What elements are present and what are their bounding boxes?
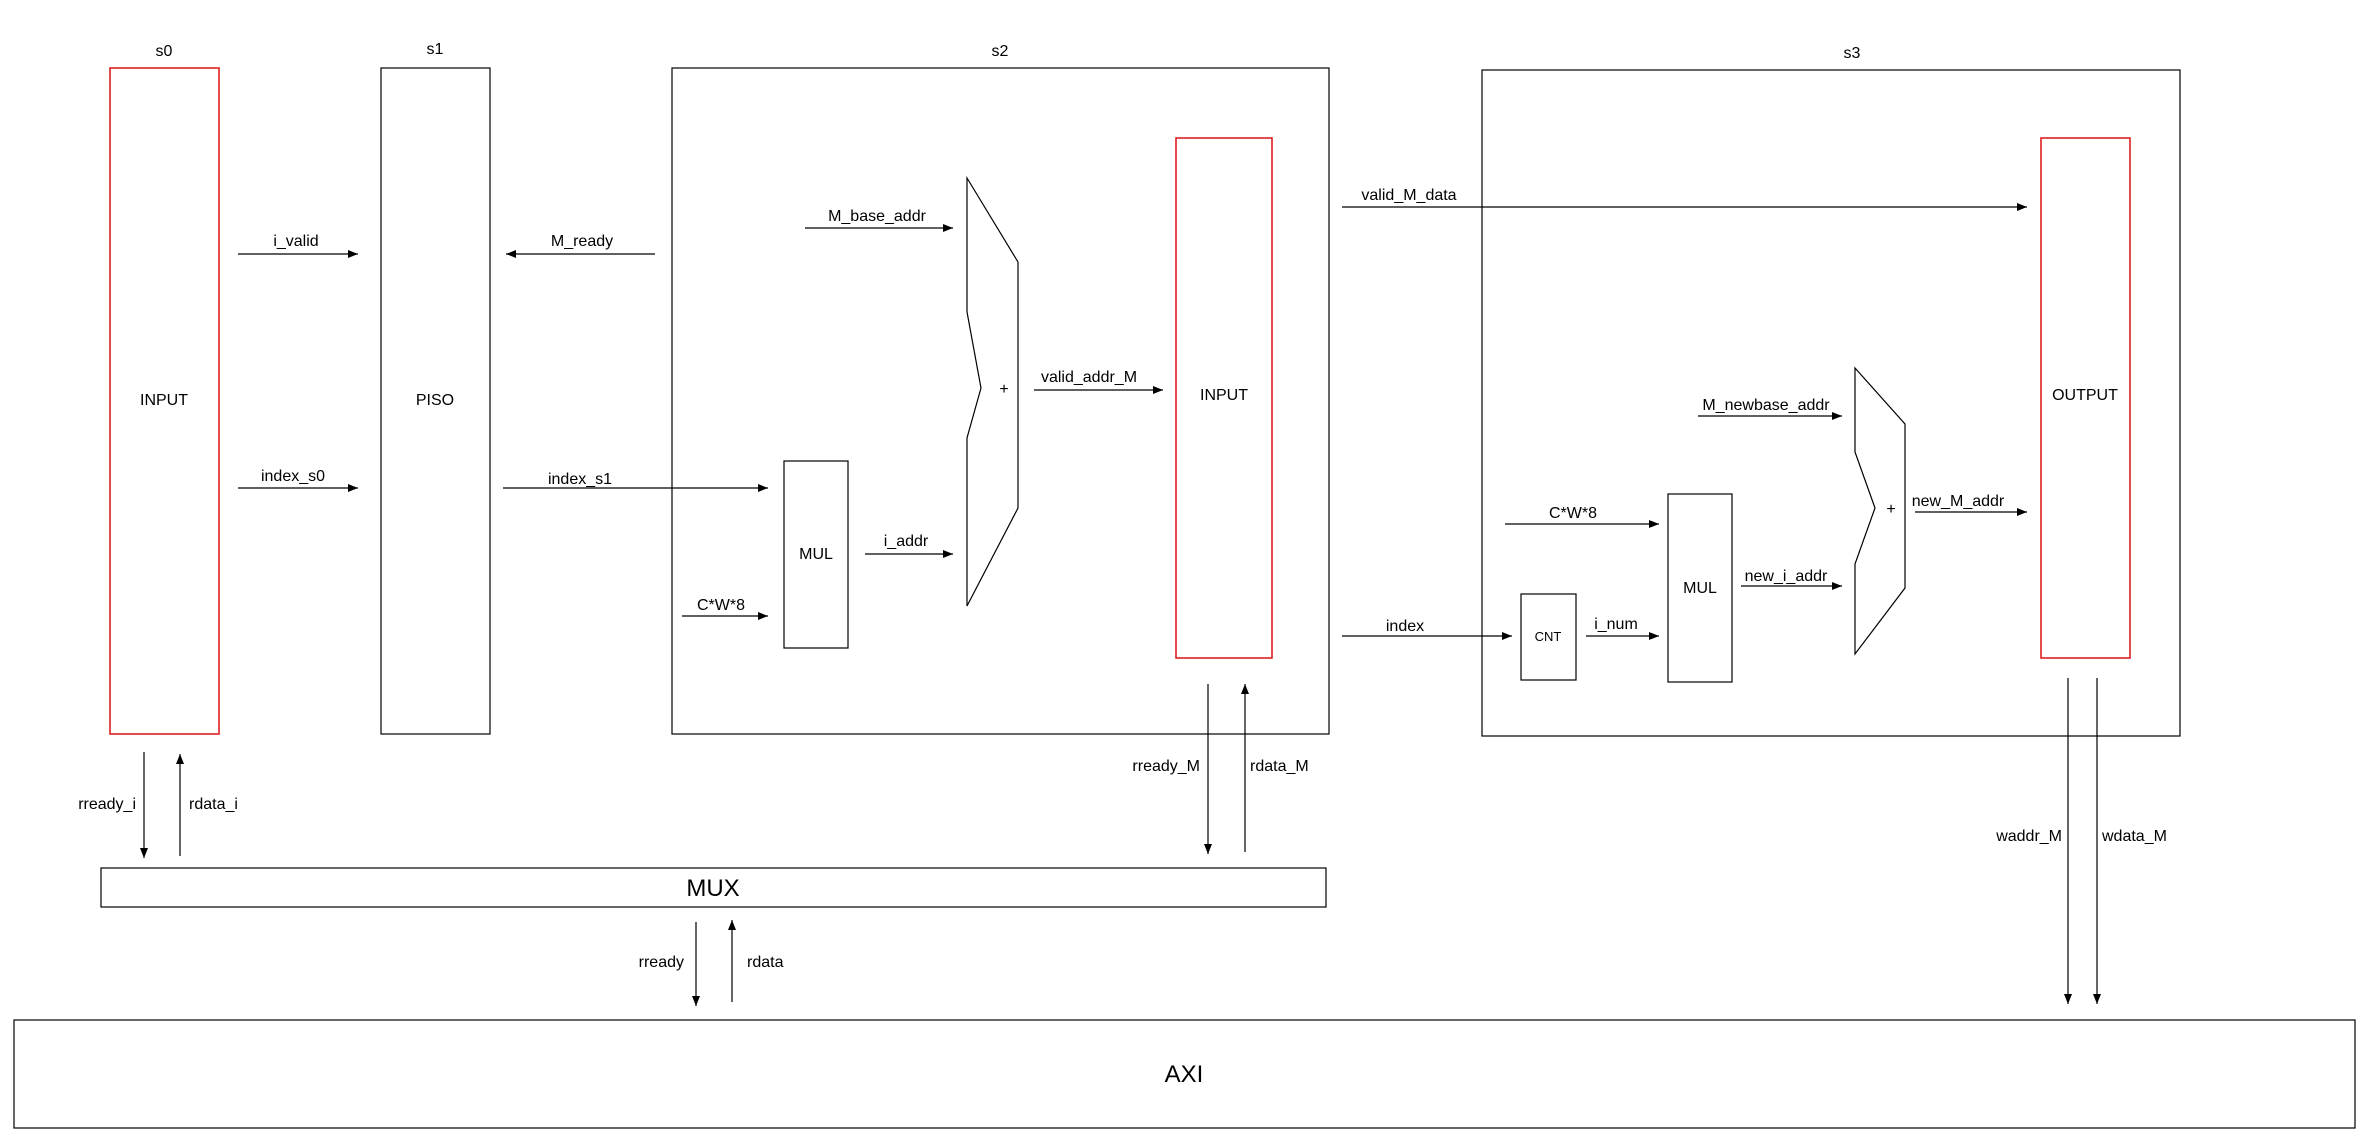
- i-valid-label: i_valid: [273, 233, 318, 250]
- s3-cnt-block: [1520, 593, 1577, 681]
- axi-block: [13, 1019, 2356, 1129]
- s2-adder-block: [966, 175, 1019, 607]
- s2-input-label: INPUT: [1200, 387, 1248, 404]
- wdata-m-label: wdata_M: [2101, 828, 2167, 845]
- stage-label-s2: s2: [992, 43, 1009, 60]
- s3-output-block: [2040, 137, 2131, 659]
- index-s1-label: index_s1: [548, 471, 612, 488]
- index-label: index: [1386, 618, 1424, 635]
- axi-label: AXI: [1165, 1061, 1204, 1088]
- mux-label: MUX: [686, 875, 739, 902]
- rready-label: rready: [639, 954, 684, 971]
- new-i-addr-label: new_i_addr: [1745, 568, 1828, 585]
- rready-i-label: rready_i: [78, 796, 136, 813]
- rdata-m-label: rdata_M: [1250, 758, 1309, 775]
- s2-mul-label: MUL: [799, 546, 833, 563]
- s2-input-block: [1175, 137, 1273, 659]
- index-s0-label: index_s0: [261, 468, 325, 485]
- s2-container: [671, 67, 1330, 735]
- s1-piso-block: [380, 67, 491, 735]
- s0-input-block: [109, 67, 220, 735]
- m-newbase-addr-label: M_newbase_addr: [1702, 397, 1830, 414]
- s0-input-label: INPUT: [140, 392, 188, 409]
- s3-adder-label: +: [1886, 501, 1895, 518]
- valid-addr-m-label: valid_addr_M: [1041, 369, 1137, 386]
- s1-piso-label: PISO: [416, 392, 454, 409]
- s3-adder-block: [1854, 366, 1906, 656]
- i-addr-label: i_addr: [884, 533, 929, 550]
- s3-mul-label: MUL: [1683, 580, 1717, 597]
- valid-m-data-label: valid_M_data: [1361, 187, 1456, 204]
- s3-cnt-label: CNT: [1535, 629, 1562, 644]
- stage-label-s0: s0: [156, 43, 173, 60]
- s3-output-label: OUTPUT: [2052, 387, 2118, 404]
- waddr-m-label: waddr_M: [1995, 828, 2062, 845]
- rdata-i-label: rdata_i: [189, 796, 238, 813]
- s2-mul-block: [783, 460, 849, 649]
- rdata-label: rdata: [747, 954, 784, 971]
- s2-cw8-label: C*W*8: [697, 597, 745, 614]
- i-num-label: i_num: [1594, 616, 1638, 633]
- s3-mul-block: [1667, 493, 1733, 683]
- m-base-addr-label: M_base_addr: [828, 208, 927, 225]
- mux-block: [100, 867, 1327, 908]
- s3-container: [1481, 69, 2181, 737]
- rready-m-label: rready_M: [1132, 758, 1200, 775]
- new-m-addr-label: new_M_addr: [1912, 493, 2005, 510]
- stage-label-s3: s3: [1844, 45, 1861, 62]
- s2-adder-label: +: [999, 381, 1008, 398]
- m-ready-label: M_ready: [551, 233, 613, 250]
- s3-cw8-label: C*W*8: [1549, 505, 1597, 522]
- stage-label-s1: s1: [427, 41, 444, 58]
